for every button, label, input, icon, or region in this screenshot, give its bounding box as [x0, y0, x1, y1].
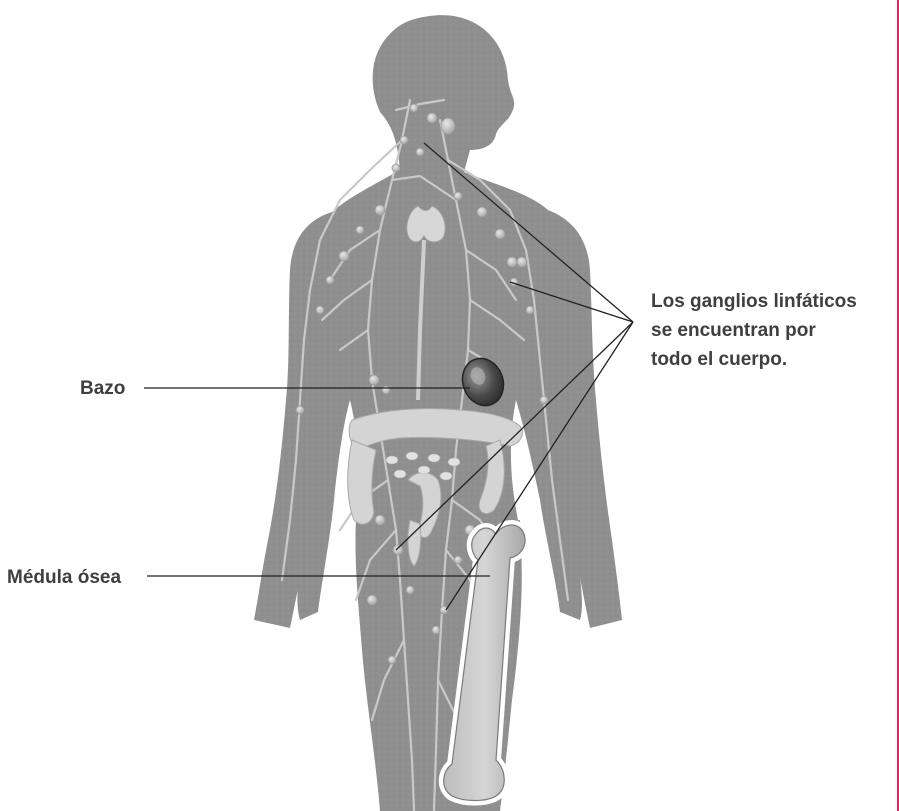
callout-line-1: Los ganglios linfáticos — [651, 287, 891, 316]
callout-line-2: se encuentran por — [651, 316, 891, 345]
thymus — [407, 206, 446, 242]
lymph-nodes-callout: Los ganglios linfáticos se encuentran po… — [651, 287, 891, 374]
callout-line-3: todo el cuerpo. — [651, 345, 891, 374]
bone-marrow-label: Médula ósea — [7, 565, 121, 591]
spleen-label: Bazo — [80, 376, 125, 402]
